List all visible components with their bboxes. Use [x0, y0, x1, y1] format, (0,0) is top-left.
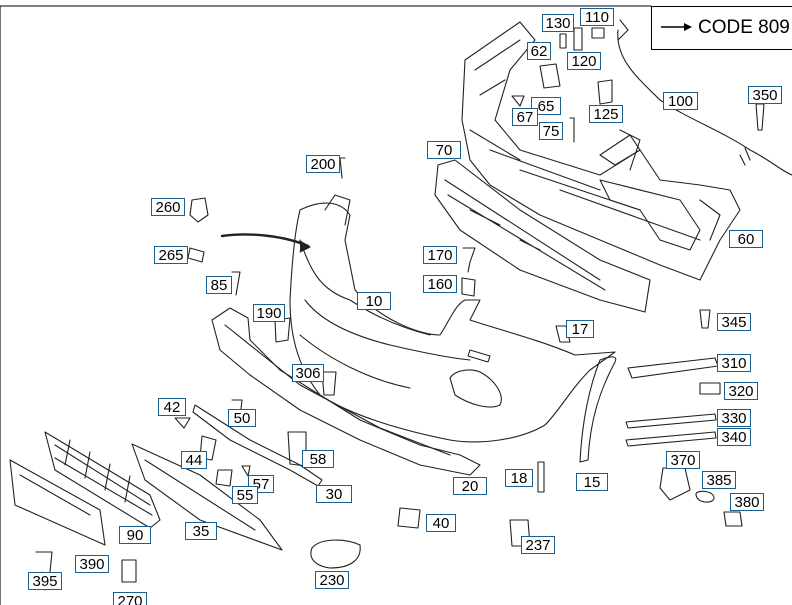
callout-120[interactable]: 120 [567, 52, 601, 70]
bumper-cover [289, 194, 616, 443]
callout-130[interactable]: 130 [542, 14, 574, 32]
trim-strip-30 [192, 404, 323, 487]
callout-340[interactable]: 340 [717, 428, 751, 446]
lower-spoiler [211, 307, 481, 476]
impact-absorber [434, 159, 651, 313]
callout-15[interactable]: 15 [576, 473, 608, 491]
callout-100[interactable]: 100 [663, 92, 698, 110]
callout-306[interactable]: 306 [292, 364, 324, 382]
license-plate-holder [9, 459, 106, 546]
code-note-text: CODE 809 [698, 17, 790, 38]
wiring-harness [617, 29, 792, 176]
callout-345[interactable]: 345 [717, 313, 751, 331]
callout-62[interactable]: 62 [527, 42, 551, 60]
callout-60[interactable]: 60 [729, 230, 763, 248]
callout-260[interactable]: 260 [151, 198, 185, 216]
small-fasteners [35, 27, 765, 591]
callout-55[interactable]: 55 [232, 486, 258, 504]
callout-160[interactable]: 160 [423, 275, 457, 293]
callout-237[interactable]: 237 [521, 536, 555, 554]
callout-42[interactable]: 42 [158, 398, 186, 416]
callout-58[interactable]: 58 [302, 450, 334, 468]
callout-30[interactable]: 30 [316, 485, 352, 503]
callout-75[interactable]: 75 [539, 122, 563, 140]
callout-85[interactable]: 85 [206, 276, 232, 294]
callout-265[interactable]: 265 [154, 246, 188, 264]
callout-190[interactable]: 190 [253, 304, 285, 322]
side-trim-strip [579, 356, 617, 463]
trim-strip-330 [625, 413, 717, 429]
callout-330[interactable]: 330 [717, 409, 751, 427]
trim-strip-310 [627, 357, 719, 379]
callout-35[interactable]: 35 [185, 522, 217, 540]
callout-385[interactable]: 385 [702, 471, 736, 489]
callout-18[interactable]: 18 [505, 469, 533, 487]
callout-17[interactable]: 17 [566, 320, 594, 338]
callout-380[interactable]: 380 [730, 493, 764, 511]
grille-35 [131, 443, 283, 551]
callout-395[interactable]: 395 [28, 572, 62, 590]
callout-350[interactable]: 350 [748, 86, 782, 104]
callout-230[interactable]: 230 [315, 571, 349, 589]
callout-70[interactable]: 70 [427, 141, 461, 159]
callout-44[interactable]: 44 [181, 451, 207, 469]
callout-90[interactable]: 90 [119, 526, 151, 544]
callout-200[interactable]: 200 [306, 155, 340, 173]
callout-270[interactable]: 270 [113, 592, 147, 605]
trim-strip-340 [625, 431, 717, 447]
callout-65[interactable]: 65 [531, 97, 561, 115]
right-arrow-icon [661, 23, 692, 31]
callout-67[interactable]: 67 [512, 108, 538, 126]
callout-40[interactable]: 40 [426, 514, 456, 532]
callout-310[interactable]: 310 [717, 354, 751, 372]
callout-390[interactable]: 390 [75, 555, 109, 573]
grille-mesh [44, 431, 161, 529]
callout-370[interactable]: 370 [666, 451, 700, 469]
callout-110[interactable]: 110 [580, 8, 614, 26]
code-note-box: CODE 809 [651, 6, 792, 50]
callout-20[interactable]: 20 [453, 477, 487, 495]
callout-50[interactable]: 50 [228, 409, 256, 427]
callout-170[interactable]: 170 [423, 246, 457, 264]
fog-lamp-bezel [310, 539, 361, 569]
bumper-support-bracket [461, 21, 741, 281]
callout-320[interactable]: 320 [724, 382, 758, 400]
callout-10[interactable]: 10 [357, 292, 391, 310]
callout-125[interactable]: 125 [589, 105, 623, 123]
